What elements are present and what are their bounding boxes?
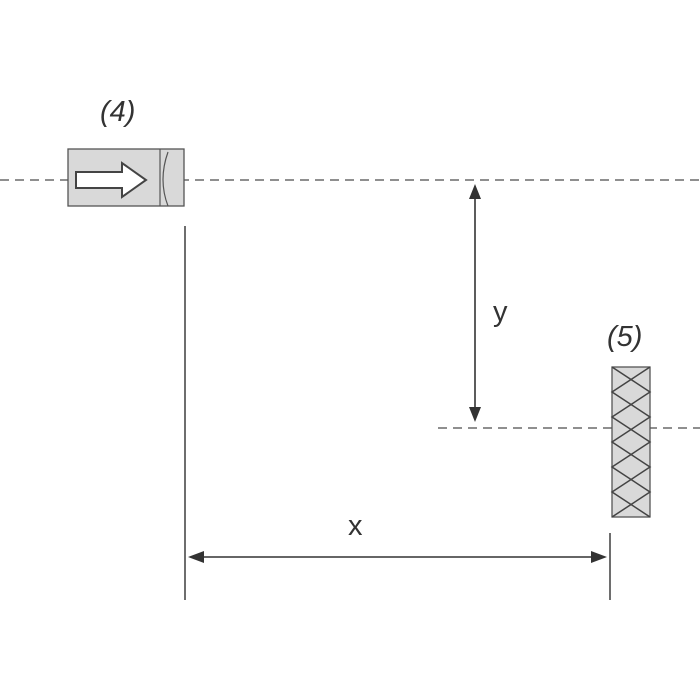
component-4-emitter (67, 148, 185, 207)
dimension-y-arrow (469, 184, 481, 422)
dimension-x-label: x (348, 510, 363, 542)
dimension-y-label: y (493, 296, 508, 328)
dimension-x-arrowhead-right (591, 551, 607, 563)
receiver-zigzag-icon (610, 366, 652, 518)
receiver-zigzag-icon-alt (610, 366, 652, 518)
dimension-y-arrowhead-bottom (469, 407, 481, 422)
dimension-y-arrowhead-top (469, 184, 481, 199)
emitter-lens-curve (162, 151, 169, 207)
emitter-arrow-icon (75, 161, 148, 199)
component-5-label: (5) (607, 321, 643, 353)
dimension-x-arrow (188, 551, 607, 563)
dimension-x-arrowhead-left (188, 551, 204, 563)
component-4-label: (4) (100, 96, 136, 128)
component-5-receiver (610, 366, 652, 518)
